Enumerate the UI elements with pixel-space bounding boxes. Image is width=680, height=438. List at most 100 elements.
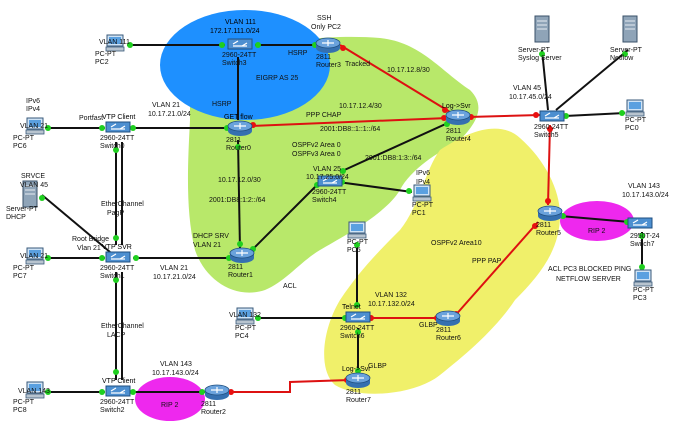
port-dot xyxy=(545,198,551,204)
device-label-line: 2960-24TT xyxy=(222,52,257,59)
port-dot xyxy=(45,125,51,131)
vlan21-r1-subnet-label: 10.17.21.0/24 xyxy=(153,274,196,281)
link-switch4-router4 xyxy=(339,121,451,173)
port-dot xyxy=(354,242,360,248)
r0-r4-net-label: 10.17.12.4/30 xyxy=(339,103,382,110)
port-dot xyxy=(228,389,234,395)
device-label-line: Switch2 xyxy=(100,407,125,414)
vlan21-r0-label: VLAN 21 xyxy=(152,102,180,109)
port-dot xyxy=(219,42,225,48)
device-label-line: Server-PT xyxy=(6,206,39,213)
r0-r1-v6-label: 2001:DB8:1:2::/64 xyxy=(209,197,266,204)
switch-icon xyxy=(627,217,653,229)
pc-icon xyxy=(25,381,45,399)
router-icon xyxy=(435,310,461,326)
device-badge: VTP Client xyxy=(102,378,135,385)
router-icon xyxy=(204,384,230,400)
pc-icon xyxy=(25,247,45,265)
glbp-router7-label: GLBP xyxy=(368,363,387,370)
device-label-line: 2960-24TT xyxy=(100,265,135,272)
vlan21-r0-subnet-label: 10.17.21.0/24 xyxy=(148,111,191,118)
device-label-line: 2960-24TT xyxy=(340,325,375,332)
link-switch4-pc1 xyxy=(337,181,413,193)
switch-icon xyxy=(345,311,371,323)
vlan21-r1-label: VLAN 21 xyxy=(160,265,188,272)
link-router1-switch4 xyxy=(249,181,321,253)
vlan132-pc4-label: VLAN 132 xyxy=(229,312,261,319)
port-dot xyxy=(619,110,625,116)
port-dot xyxy=(255,42,261,48)
device-label-line: PC7 xyxy=(13,273,27,280)
port-dot xyxy=(113,235,119,241)
port-dot xyxy=(622,51,628,57)
ssh-label: SSH xyxy=(317,15,331,22)
port-dot xyxy=(113,277,119,283)
vlan21-pc6-label: VLAN 21 xyxy=(20,123,48,130)
device-badge: Log->Svr xyxy=(342,366,371,373)
device-label-line: DHCP xyxy=(6,214,26,221)
router-icon xyxy=(537,205,563,221)
pagp-label: PagP xyxy=(107,210,124,217)
device-label-line: Router5 xyxy=(536,230,561,237)
device-label-line: Router7 xyxy=(346,397,371,404)
blue-eigrp-area xyxy=(160,10,330,120)
device-label-line: PC-PT xyxy=(347,239,369,246)
device-label-line: 2960-24TT xyxy=(534,124,569,131)
ppp-chap-label: PPP CHAP xyxy=(306,112,342,119)
device-label-line: Switch1 xyxy=(100,273,125,280)
device-badge: Log->Svr xyxy=(442,103,471,110)
port-dot xyxy=(639,264,645,270)
acl-label: ACL xyxy=(283,283,297,290)
router-icon xyxy=(227,120,253,136)
net-r3-r4-label: 10.17.12.8/30 xyxy=(387,67,430,74)
router-icon xyxy=(315,37,341,53)
pc-icon xyxy=(347,221,367,239)
device-label-line: 2960-24TT xyxy=(100,135,135,142)
device-label-line: PC-PT xyxy=(235,325,257,332)
switch-icon xyxy=(317,175,343,187)
device-badge: Telnet xyxy=(342,304,361,311)
vlan45-subnet-label: 10.17.45.0/24 xyxy=(509,94,552,101)
dhcp-srv-label: DHCP SRV xyxy=(193,233,229,240)
